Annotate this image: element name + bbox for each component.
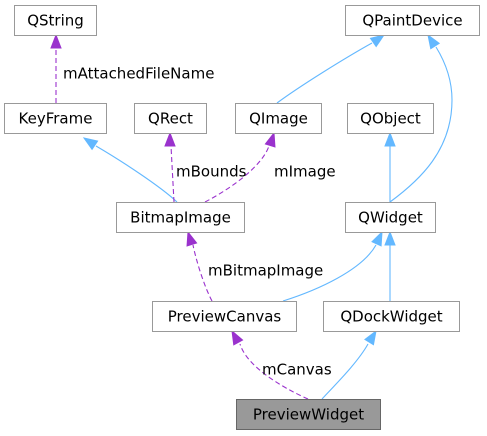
arrowhead-inheritance-icon	[364, 329, 377, 346]
class-box	[116, 202, 245, 233]
class-node-previewwidget: PreviewWidget	[236, 399, 381, 430]
class-box	[345, 202, 436, 233]
class-name-label: QWidget	[358, 209, 423, 227]
edge-qdockwidget-to-qwidget	[384, 230, 396, 301]
edge-line-inheritance	[389, 46, 453, 203]
edge-line-inheritance	[321, 343, 369, 400]
class-box	[14, 5, 97, 36]
class-node-keyframe[interactable]: KeyFrame	[4, 103, 107, 134]
class-box	[235, 103, 322, 134]
edge-label-previewwidget-previewcanvas: mCanvas	[262, 361, 332, 379]
edge-label-keyframe-qstring: mAttachedFileName	[63, 65, 214, 83]
class-box	[4, 103, 107, 134]
edge-line-usage	[239, 343, 309, 400]
class-node-qstring[interactable]: QString	[14, 5, 97, 36]
class-node-qrect[interactable]: QRect	[134, 103, 207, 134]
class-name-label: KeyFrame	[19, 110, 93, 128]
arrowhead-usage-icon	[264, 131, 276, 148]
arrowhead-usage-icon	[186, 230, 198, 247]
class-name-label: BitmapImage	[130, 209, 231, 227]
edge-label-bitmapimage-qimage: mImage	[274, 163, 336, 181]
edge-previewcanvas-to-qwidget	[282, 230, 383, 302]
arrowhead-usage-icon	[231, 329, 244, 346]
edge-line-inheritance	[95, 145, 178, 203]
edge-qwidget-to-qpaintdevice	[389, 33, 453, 203]
class-box	[152, 301, 297, 332]
arrowhead-inheritance-icon	[369, 34, 386, 48]
class-box	[345, 5, 480, 36]
class-name-label: QString	[27, 12, 84, 30]
class-box	[323, 301, 460, 332]
edge-previewwidget-to-previewcanvas	[231, 329, 309, 400]
edge-label-previewcanvas-bitmapimage: mBitmapImage	[208, 262, 323, 280]
class-name-label: QRect	[148, 110, 193, 128]
class-name-label: QImage	[249, 110, 308, 128]
class-node-previewcanvas[interactable]: PreviewCanvas	[152, 301, 297, 332]
edge-bitmapimage-to-qimage	[204, 131, 276, 203]
class-name-label: PreviewWidget	[253, 406, 364, 424]
edge-line-inheritance	[276, 42, 373, 104]
class-node-qdockwidget[interactable]: QDockWidget	[323, 301, 460, 332]
arrowhead-inheritance-icon	[384, 131, 396, 147]
class-box	[134, 103, 207, 134]
edge-bitmapimage-to-keyframe	[82, 137, 178, 203]
edge-line-usage	[204, 145, 270, 203]
arrowhead-inheritance-icon	[82, 137, 99, 151]
arrowhead-usage-icon	[50, 33, 62, 49]
edge-previewwidget-to-qdockwidget	[321, 329, 377, 400]
edge-bitmapimage-to-qrect	[164, 131, 176, 203]
class-name-label: QPaintDevice	[362, 12, 462, 30]
arrowhead-usage-icon	[164, 131, 176, 147]
edge-label-bitmapimage-qrect: mBounds	[176, 163, 247, 181]
edge-labels-layer: mAttachedFileName mBounds mImage mBitmapIma…	[63, 65, 336, 379]
class-node-qobject[interactable]: QObject	[347, 103, 434, 134]
class-node-qwidget[interactable]: QWidget	[345, 202, 436, 233]
edge-line-usage	[192, 244, 213, 302]
class-node-bitmapimage[interactable]: BitmapImage	[116, 202, 245, 233]
edge-line-usage	[170, 145, 175, 203]
class-name-label: PreviewCanvas	[168, 308, 282, 326]
class-name-label: QObject	[360, 110, 421, 128]
edge-qimage-to-qpaintdevice	[276, 34, 386, 104]
class-name-label: QDockWidget	[340, 308, 442, 326]
edge-previewcanvas-to-bitmapimage	[186, 230, 213, 302]
class-box	[236, 399, 381, 430]
edges-layer	[50, 33, 453, 400]
edge-qwidget-to-qobject	[384, 131, 396, 202]
class-box	[347, 103, 434, 134]
arrowhead-inheritance-icon	[427, 33, 441, 50]
class-node-qpaintdevice[interactable]: QPaintDevice	[345, 5, 480, 36]
edge-line-inheritance	[282, 244, 377, 302]
arrowhead-inheritance-icon	[384, 230, 396, 246]
arrowhead-inheritance-icon	[371, 230, 383, 247]
class-node-qimage[interactable]: QImage	[235, 103, 322, 134]
edge-keyframe-to-qstring	[50, 33, 62, 103]
